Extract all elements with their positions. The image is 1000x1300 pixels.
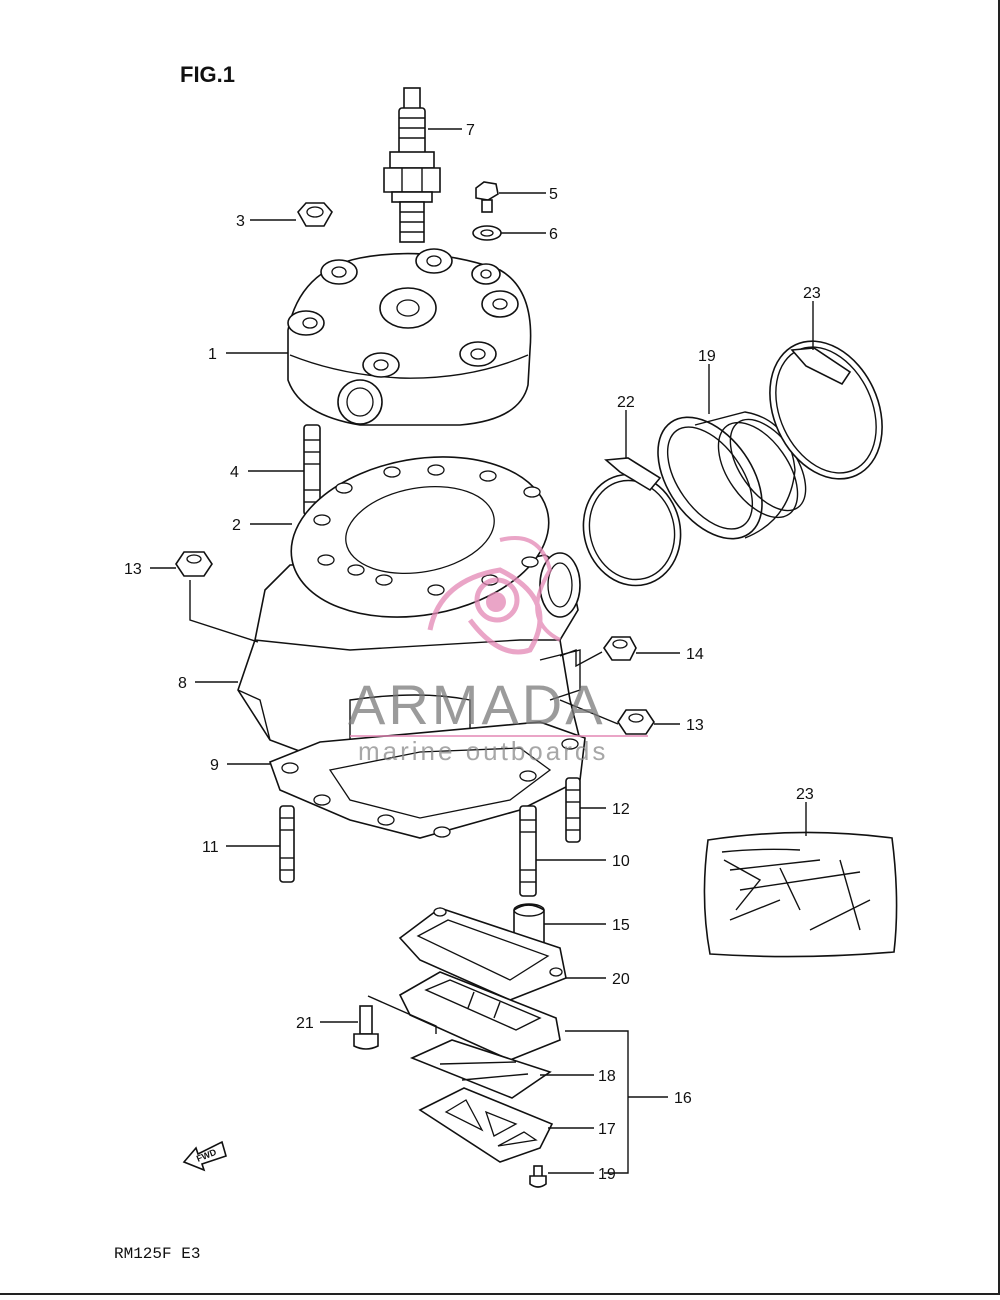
callout-16: 16 bbox=[674, 1090, 692, 1107]
callout-10: 10 bbox=[612, 853, 630, 870]
callout-3: 3 bbox=[236, 213, 245, 230]
callout-24: 23 bbox=[796, 786, 814, 803]
callout-7: 7 bbox=[466, 122, 475, 139]
watermark-brand: ARMADA bbox=[348, 673, 606, 736]
callout-23a: 22 bbox=[617, 394, 635, 411]
callout-8: 8 bbox=[178, 675, 187, 692]
forward-arrow-icon: FWD bbox=[182, 1140, 227, 1172]
watermark-logo-icon bbox=[427, 536, 561, 655]
clamp-23-left bbox=[582, 457, 682, 587]
base-gasket bbox=[268, 721, 586, 839]
clamp-23-right bbox=[769, 340, 883, 480]
nut-14 bbox=[603, 636, 637, 661]
callout-2: 2 bbox=[232, 517, 241, 534]
washer-6 bbox=[472, 225, 502, 241]
frame-bottom-border bbox=[0, 1293, 1000, 1295]
callout-1: 1 bbox=[208, 346, 217, 363]
model-code: RM125F E3 bbox=[114, 1245, 200, 1263]
callout-22: 19 bbox=[698, 348, 716, 365]
spark-plug bbox=[383, 87, 441, 243]
reed-gasket bbox=[398, 907, 567, 1001]
callout-17: 17 bbox=[598, 1121, 616, 1138]
callout-11: 11 bbox=[202, 839, 219, 856]
callout-19: 19 bbox=[598, 1166, 616, 1183]
cylinder-head bbox=[287, 248, 532, 426]
nut-13-lower bbox=[617, 709, 655, 735]
callout-18: 18 bbox=[598, 1068, 616, 1085]
head-gasket bbox=[290, 456, 550, 618]
watermark-tagline: marine outboards bbox=[358, 736, 608, 766]
screw-19 bbox=[529, 1165, 547, 1188]
intake-pipe bbox=[657, 411, 807, 540]
bolt-5 bbox=[475, 181, 499, 213]
callout-13a: 13 bbox=[124, 561, 142, 578]
callout-21: 21 bbox=[296, 1015, 314, 1032]
frame-right-border bbox=[998, 0, 1000, 1295]
callout-15: 15 bbox=[612, 917, 630, 934]
figure-title: FIG.1 bbox=[180, 62, 235, 87]
reed-stopper-17 bbox=[418, 1087, 554, 1163]
stud-12 bbox=[565, 777, 581, 843]
callout-20: 20 bbox=[612, 971, 630, 988]
callout-6: 6 bbox=[549, 226, 558, 243]
stud-11 bbox=[279, 805, 295, 883]
stud-10 bbox=[519, 805, 537, 897]
callout-14: 14 bbox=[686, 646, 704, 663]
watermark: ARMADA marine outboards bbox=[348, 536, 648, 766]
callout-9: 9 bbox=[210, 757, 219, 774]
callout-12: 12 bbox=[612, 801, 630, 818]
callout-4: 4 bbox=[230, 464, 239, 481]
gasket-set-bag bbox=[703, 831, 898, 958]
nut-3 bbox=[297, 202, 333, 227]
callout-5: 5 bbox=[549, 186, 558, 203]
screw-21 bbox=[353, 1005, 379, 1050]
reed-petal-18 bbox=[409, 1039, 552, 1099]
callout-13b: 13 bbox=[686, 717, 704, 734]
nut-13-upper bbox=[175, 551, 213, 577]
callout-23b: 23 bbox=[803, 285, 821, 302]
